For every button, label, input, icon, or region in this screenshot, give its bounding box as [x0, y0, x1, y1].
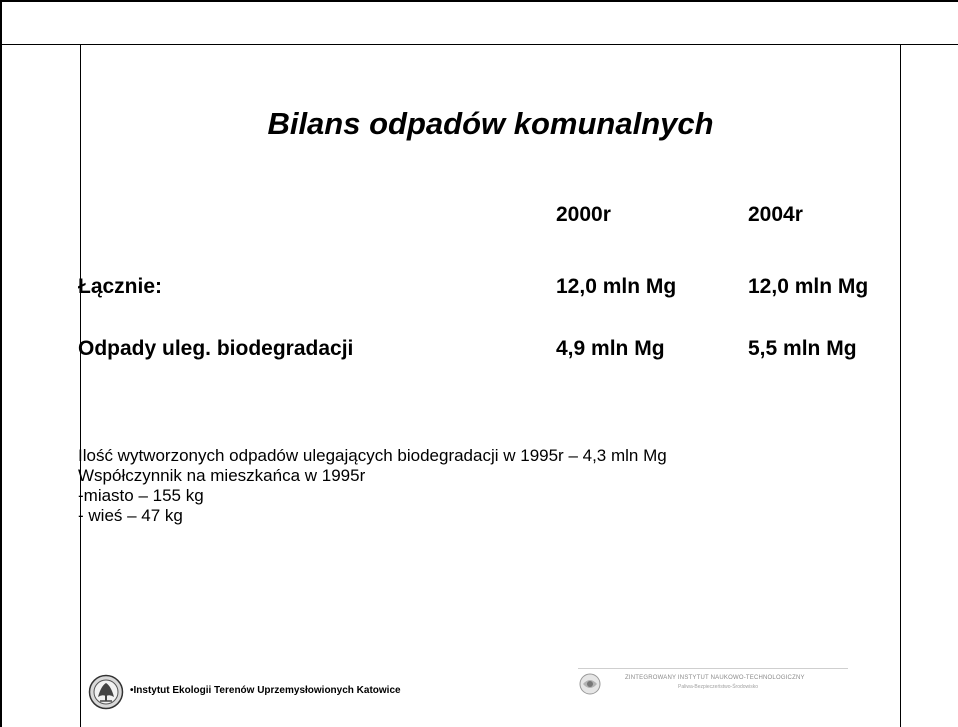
header-divider	[0, 44, 958, 45]
value-total-2004: 12,0 mln Mg	[748, 275, 869, 298]
footer-partner-logo: ZINTEGROWANY INSTYTUT NAUKOWO-TECHNOLOGI…	[578, 668, 848, 704]
partner-name-line: ZINTEGROWANY INSTYTUT NAUKOWO-TECHNOLOGI…	[625, 675, 805, 681]
frame-top-border	[0, 0, 958, 2]
footer-right-divider	[578, 668, 848, 669]
value-biodegradable-2004: 5,5 mln Mg	[748, 337, 857, 360]
frame-left-border	[0, 0, 2, 727]
footer-institute-name: •Instytut Ekologii Terenów Uprzemysłowio…	[130, 685, 401, 696]
notes-block: Ilość wytworzonych odpadów ulegających b…	[78, 446, 667, 526]
partner-institute-icon	[579, 673, 601, 695]
value-biodegradable-2000: 4,9 mln Mg	[556, 337, 665, 360]
column-header-2000: 2000r	[556, 203, 611, 226]
partner-tagline-line: Paliwa-Bezpieczeństwo-Środowisko	[678, 684, 759, 690]
slide-right-edge	[900, 44, 901, 727]
slide-left-edge	[80, 44, 81, 727]
note-line: -miasto – 155 kg	[78, 486, 204, 505]
institute-emblem-icon	[88, 674, 124, 710]
row-label-biodegradable: Odpady uleg. biodegradacji	[78, 337, 354, 360]
column-header-2004: 2004r	[748, 203, 803, 226]
slide-title: Bilans odpadów komunalnych	[267, 106, 714, 141]
note-line: Współczynnik na mieszkańca w 1995r	[78, 466, 366, 485]
note-line: Ilość wytworzonych odpadów ulegających b…	[78, 446, 667, 465]
value-total-2000: 12,0 mln Mg	[556, 275, 677, 298]
row-label-total: Łącznie:	[78, 275, 163, 298]
note-line: - wieś – 47 kg	[78, 506, 183, 525]
